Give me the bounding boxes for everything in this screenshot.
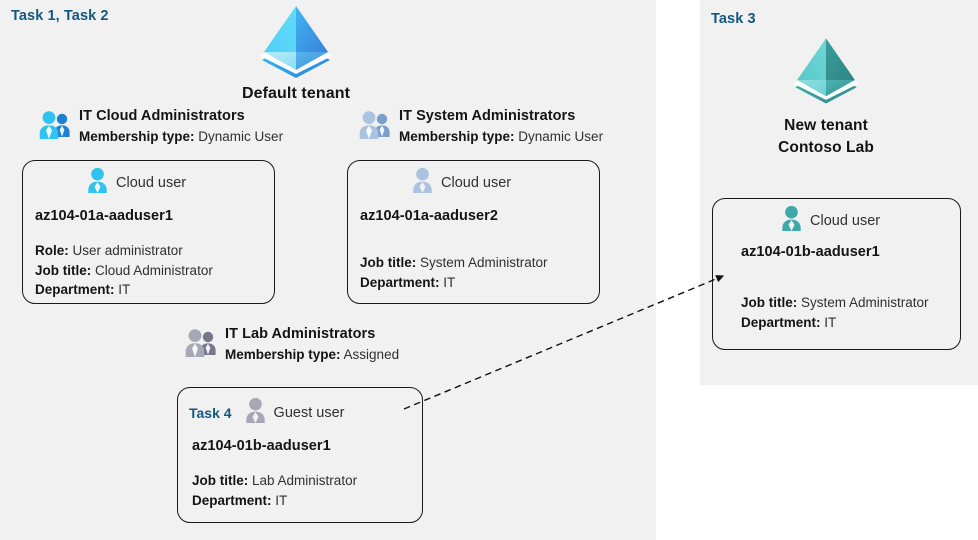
attribute-label: Department: [360,274,440,290]
default-tenant-panel [0,0,656,540]
attribute-job-title: Job title: Lab Administrator [192,471,422,491]
card-attributes: Job title: System Administrator Departme… [360,253,599,292]
attribute-value: Lab Administrator [252,473,358,488]
group-membership-value: Assigned [343,346,400,362]
card-header: Cloud user [348,161,599,198]
card-attributes: Role: User administrator Job title: Clou… [35,241,274,300]
new-tenant-name-line1: New tenant [784,117,868,134]
default-tenant-block: Default tenant [196,4,396,103]
new-tenant-name: New tenant Contoso Lab [726,115,926,160]
attribute-value: System Administrator [801,295,929,310]
card-header: Cloud user [23,161,274,198]
attribute-job-title: Job title: System Administrator [360,253,599,273]
attribute-job-title: Job title: System Administrator [741,293,960,313]
attribute-department: Department: IT [360,273,599,293]
group-name: IT Cloud Administrators [79,108,245,124]
group-it-system-administrators: IT System Administrators Membership type… [358,106,603,146]
cloud-user-icon [85,167,110,198]
group-it-cloud-administrators: IT Cloud Administrators Membership type:… [38,106,283,146]
card-user-type: Guest user [273,404,345,421]
group-membership-label: Membership type: [399,128,515,144]
card-header: Task 4 Guest user [178,388,422,428]
attribute-label: Job title: [741,295,798,310]
group-it-lab-administrators: IT Lab Administrators Membership type: A… [184,324,399,364]
group-membership-value: Dynamic User [518,128,604,144]
group-membership-value: Dynamic User [198,128,284,144]
attribute-value: User administrator [72,243,183,258]
user-card-guest-az104-01b-aaduser1: Task 4 Guest user az104-01b-aaduser1 Job… [177,387,423,523]
azure-ad-tenant-icon [726,36,926,109]
default-tenant-name: Default tenant [241,85,351,102]
card-attributes: Job title: Lab Administrator Department:… [192,471,422,510]
task-label-3: Task 3 [711,11,756,27]
card-upn: az104-01b-aaduser1 [192,438,331,454]
user-card-cloud-az104-01b-aaduser1: Cloud user az104-01b-aaduser1 Job title:… [712,198,961,350]
card-upn: az104-01b-aaduser1 [741,244,880,260]
attribute-label: Job title: [192,473,249,488]
group-users-icon [184,328,218,363]
user-card-az104-01a-aaduser2: Cloud user az104-01a-aaduser2 Job title:… [347,160,600,304]
attribute-label: Department: [741,314,821,330]
attribute-value: IT [118,282,131,298]
group-membership-label: Membership type: [79,128,195,144]
cloud-user-icon [779,205,804,236]
new-tenant-block: New tenant Contoso Lab [726,36,926,160]
card-attributes: Job title: System Administrator Departme… [741,293,960,332]
attribute-value: IT [824,314,837,330]
attribute-label: Department: [35,282,115,298]
attribute-department: Department: IT [741,313,960,333]
card-user-type: Cloud user [810,212,881,229]
attribute-department: Department: IT [192,491,422,511]
user-card-az104-01a-aaduser1: Cloud user az104-01a-aaduser1 Role: User… [22,160,275,304]
card-user-type: Cloud user [116,174,187,191]
attribute-value: IT [275,492,288,508]
card-upn: az104-01a-aaduser1 [35,208,173,224]
attribute-department: Department: IT [35,280,274,300]
attribute-label: Job title: [35,262,92,278]
card-user-type: Cloud user [441,174,512,191]
group-membership-type: Membership type: Dynamic User [79,127,283,146]
attribute-job-title: Job title: Cloud Administrator [35,261,274,281]
cloud-user-icon [410,167,435,198]
card-upn: az104-01a-aaduser2 [360,208,498,224]
attribute-value: IT [443,274,456,290]
attribute-label: Job title: [360,255,417,270]
group-users-icon [358,110,392,145]
attribute-role: Role: User administrator [35,241,274,261]
group-users-icon [38,110,72,145]
attribute-label: Role: [35,243,69,258]
group-membership-type: Membership type: Assigned [225,345,399,364]
group-membership-label: Membership type: [225,346,341,362]
new-tenant-name-line2: Contoso Lab [778,139,874,157]
group-name: IT Lab Administrators [225,326,376,342]
card-header: Cloud user [713,199,960,236]
task-label-4: Task 4 [189,404,232,421]
group-membership-type: Membership type: Dynamic User [399,127,603,146]
guest-user-icon [243,397,268,428]
group-name: IT System Administrators [399,108,576,124]
attribute-label: Department: [192,492,272,508]
task-label-1-2: Task 1, Task 2 [11,8,109,24]
azure-ad-tenant-icon [196,4,396,83]
attribute-value: System Administrator [420,255,548,270]
attribute-value: Cloud Administrator [95,262,213,278]
